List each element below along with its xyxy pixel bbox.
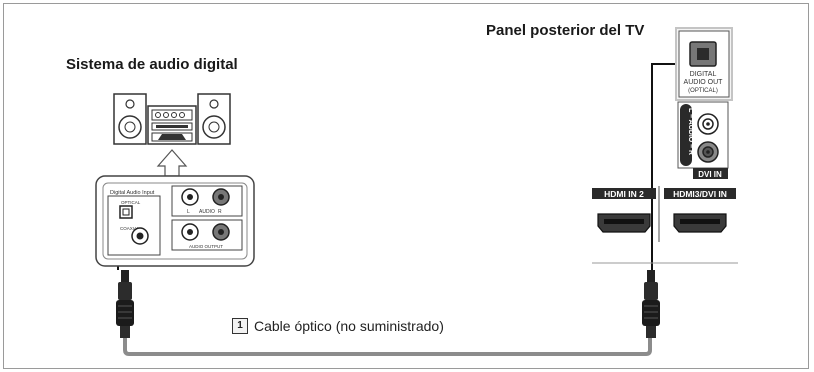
digital-audio-out-line1: DIGITAL (690, 71, 717, 78)
hdmi3-dvi-in-label: HDMI3/DVI IN (673, 189, 727, 199)
diagram-frame (3, 3, 809, 369)
digital-audio-out-line3: (OPTICAL) (688, 88, 718, 94)
audio-device-panel: Digital Audio Input OPTICAL COAXIAL L AU… (95, 175, 255, 267)
audio-label: AUDIO (199, 209, 215, 215)
left-optical-plug (116, 270, 134, 338)
digital-audio-out-line2: AUDIO OUT (684, 79, 724, 86)
audio-system-illustration (113, 93, 231, 177)
tv-rear-panel: DIGITAL AUDIO OUT (OPTICAL) L – AUDIO – … (592, 27, 738, 264)
optical-label: OPTICAL (121, 200, 141, 205)
coaxial-label: COAXIAL (120, 226, 140, 231)
digital-audio-input-label: Digital Audio Input (110, 190, 155, 196)
tv-panel-title: Panel posterior del TV (486, 22, 645, 39)
l-label: L (187, 209, 190, 215)
optical-cable (123, 338, 652, 356)
right-optical-plug (642, 270, 660, 338)
dvi-in-label: DVI IN (698, 170, 722, 179)
cable-number-badge: 1 (232, 318, 248, 334)
r-label: R (218, 209, 222, 215)
audio-lr-label: L – AUDIO – R (687, 108, 694, 155)
hdmi-in-2-label: HDMI IN 2 (604, 189, 644, 199)
cable-caption-text: Cable óptico (no suministrado) (254, 318, 444, 334)
audio-system-title: Sistema de audio digital (66, 56, 238, 73)
cable-caption: 1 Cable óptico (no suministrado) (232, 318, 444, 334)
audio-output-label: AUDIO OUTPUT (189, 244, 223, 249)
